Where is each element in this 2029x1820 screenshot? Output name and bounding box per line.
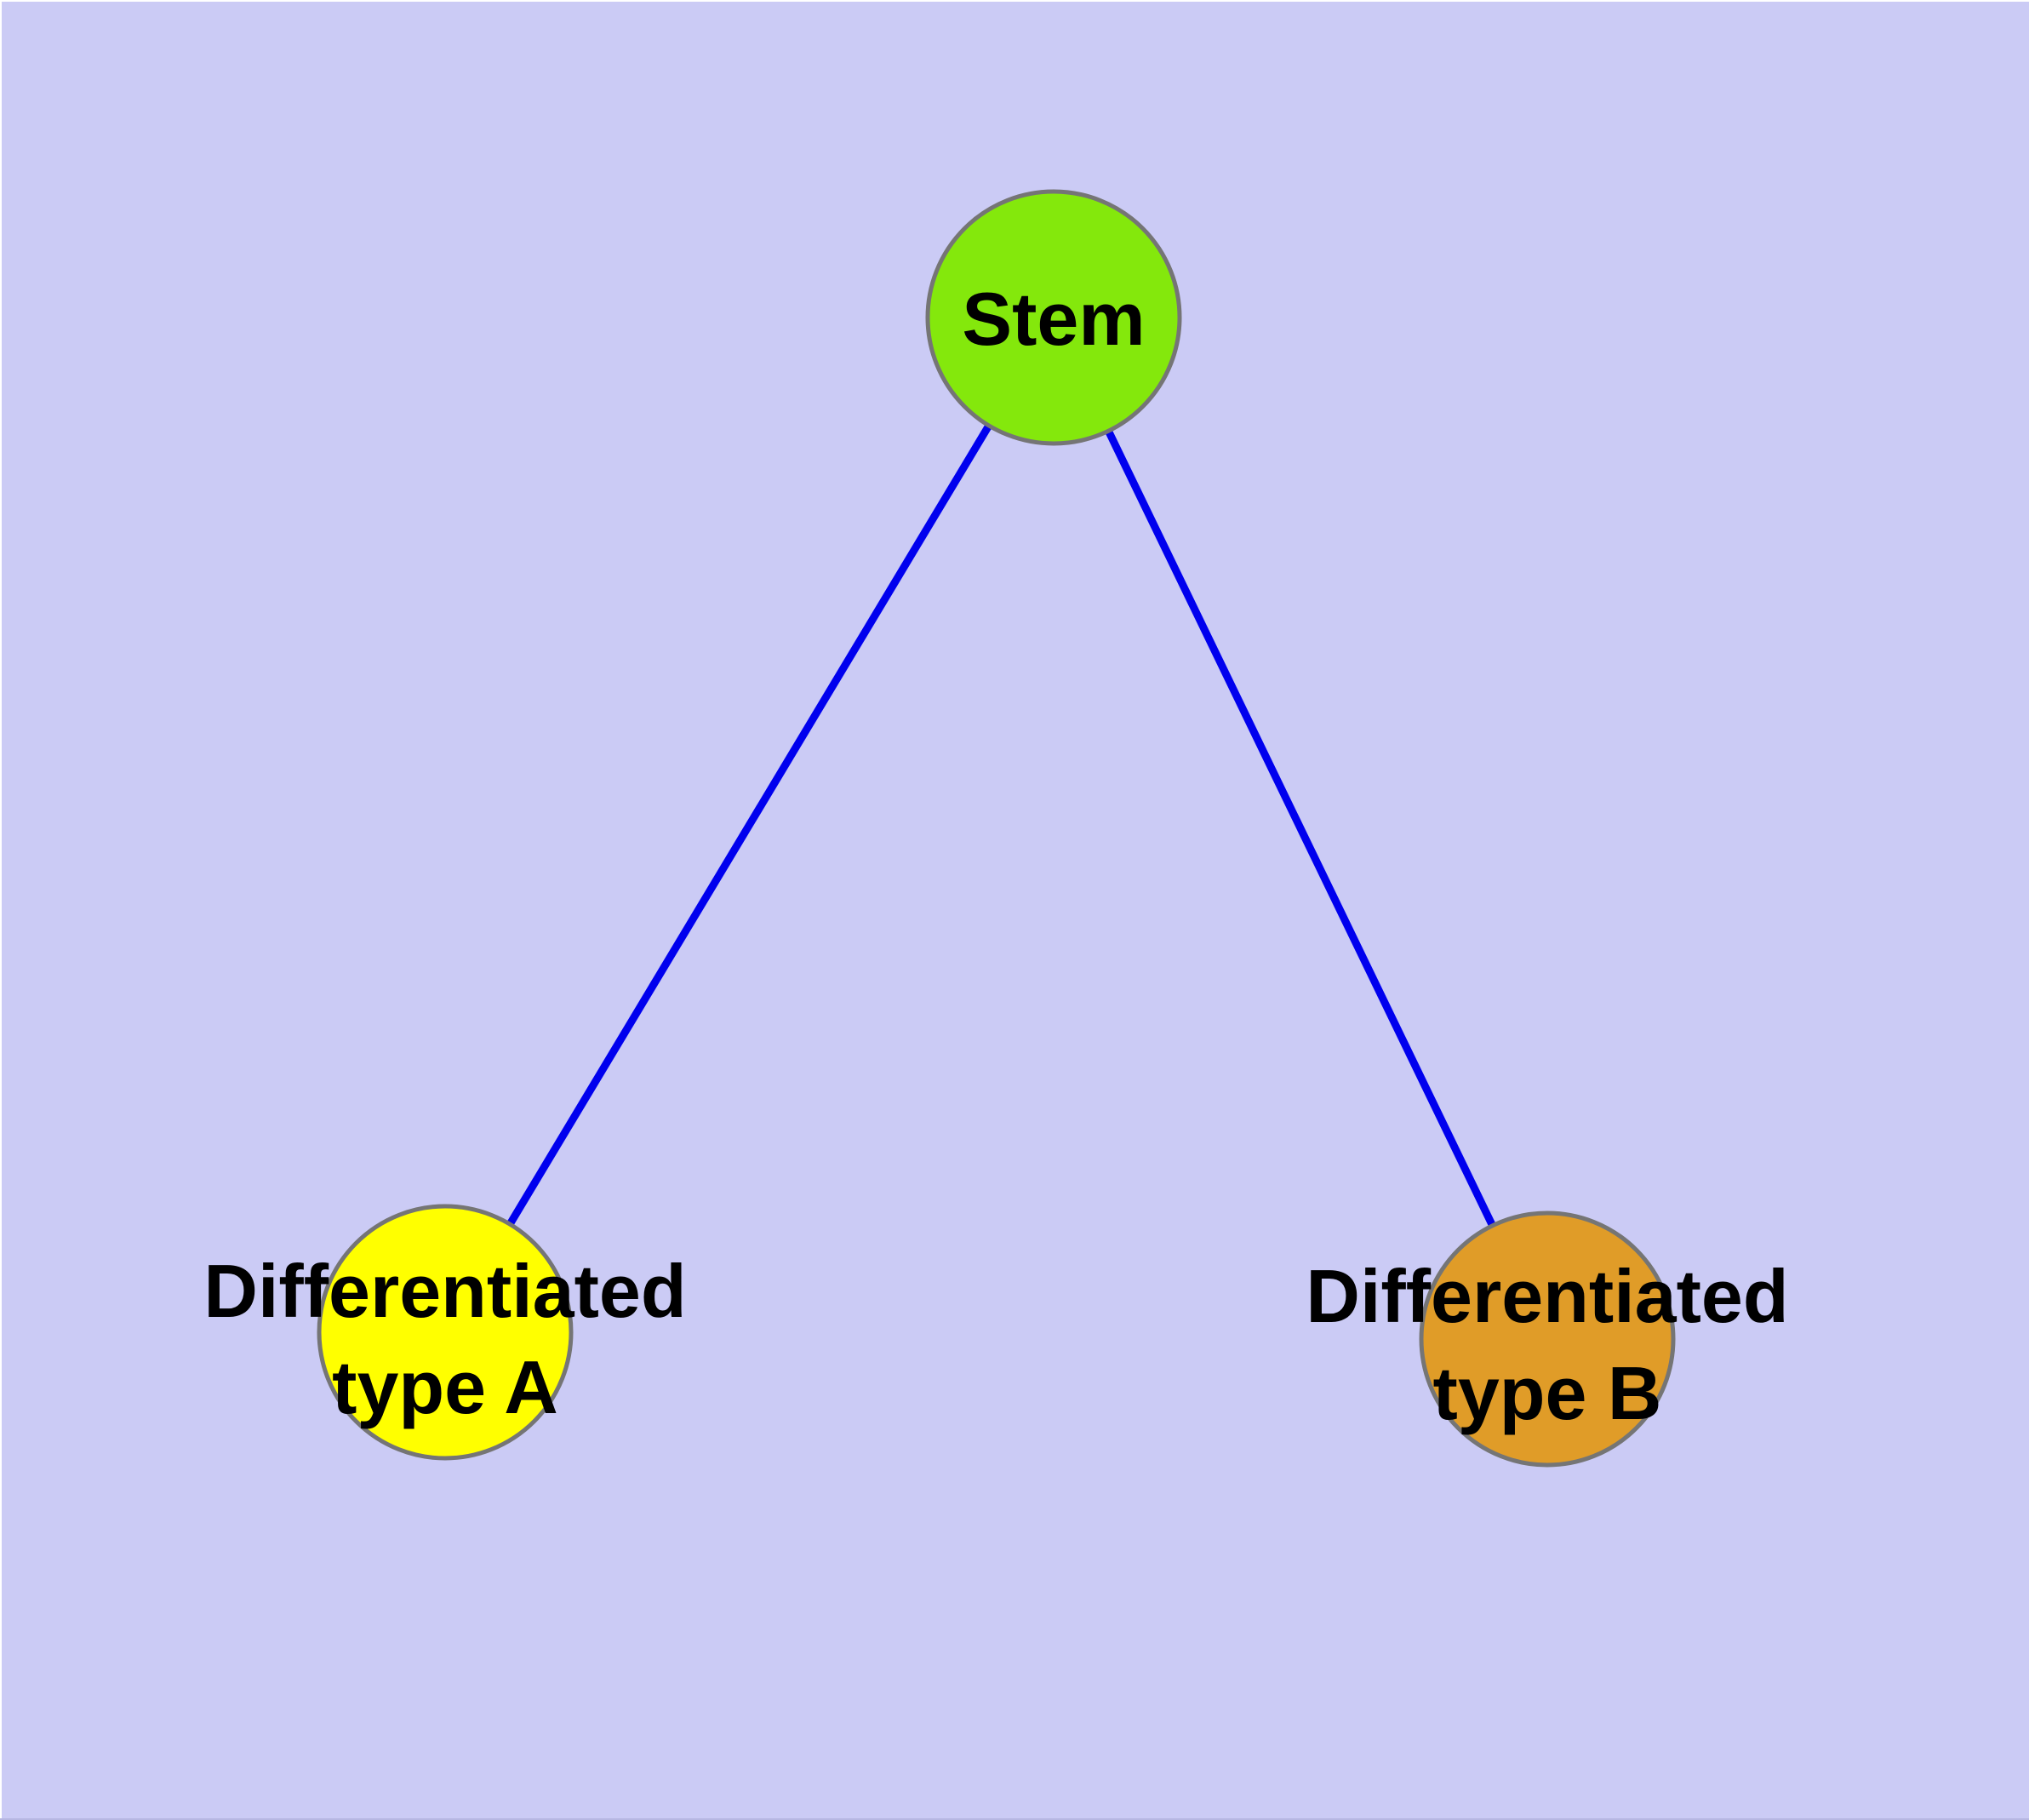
node-differentiated-type-a-circle <box>317 1204 574 1461</box>
node-differentiated-type-a-label-line2: type A <box>332 1345 558 1429</box>
node-stem-label: Stem <box>962 277 1145 361</box>
node-differentiated-type-a-label-line1: Differentiated <box>203 1249 686 1333</box>
node-differentiated-type-b-label-line2: type B <box>1433 1351 1662 1435</box>
edge-stem-to-type-b <box>1049 316 1552 1341</box>
frame-edge-top <box>0 0 2029 2</box>
node-differentiated-type-b-label-line1: Differentiated <box>1306 1254 1788 1338</box>
frame-edge-left <box>0 0 2 1820</box>
frame-edge-bottom <box>0 1818 2029 1820</box>
edge-stem-to-type-a <box>442 315 1057 1335</box>
node-differentiated-type-b-circle <box>1419 1210 1676 1468</box>
node-stem-circle <box>925 189 1182 446</box>
